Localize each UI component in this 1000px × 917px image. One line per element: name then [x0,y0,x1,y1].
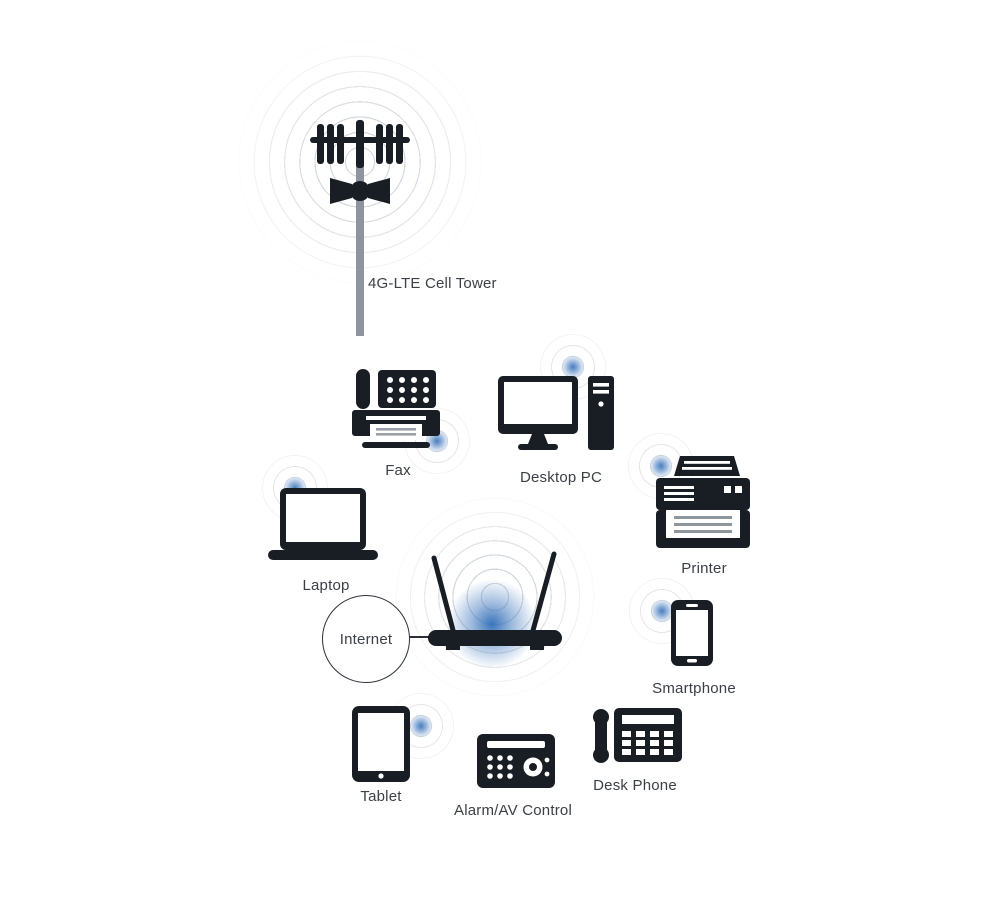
cell-tower-label: 4G-LTE Cell Tower [368,275,497,292]
desk-phone-label: Desk Phone [593,777,677,794]
alarm-av-control-label: Alarm/AV Control [454,802,572,819]
tablet-glow-dot [409,714,433,738]
internet-label: Internet [339,630,393,648]
node-fax [352,366,442,456]
smartphone-icon [671,600,713,666]
router-glow [444,576,540,672]
cell-tower-icon [310,120,410,336]
node-cell-tower [300,118,420,336]
laptop-label: Laptop [302,577,350,594]
fax-icon [352,369,440,448]
internet-router-connector [406,636,436,639]
desk-phone-icon [593,708,682,763]
wifi-router-icon [428,551,562,650]
node-smartphone [671,600,713,666]
fax-label: Fax [385,462,411,479]
tablet-label: Tablet [360,788,402,805]
printer-icon [656,456,750,548]
node-tablet [352,706,410,782]
printer-label: Printer [681,560,727,577]
node-printer [656,456,750,556]
tablet-icon [352,706,410,782]
node-desk-phone [588,706,682,766]
desktop-glow-dot [561,355,585,379]
laptop-icon [268,488,378,560]
node-desktop-pc [498,376,616,460]
internet-node: Internet [322,595,410,683]
desktop-pc-label: Desktop PC [519,469,603,486]
alarm-av-control-icon [477,734,555,788]
node-wifi-router [418,548,572,652]
smartphone-glow-dot [650,599,674,623]
node-laptop [268,488,378,568]
node-alarm-av-control [477,734,555,788]
desktop-pc-icon [498,376,614,450]
smartphone-label: Smartphone [652,680,736,697]
printer-glow-dot [649,454,673,478]
